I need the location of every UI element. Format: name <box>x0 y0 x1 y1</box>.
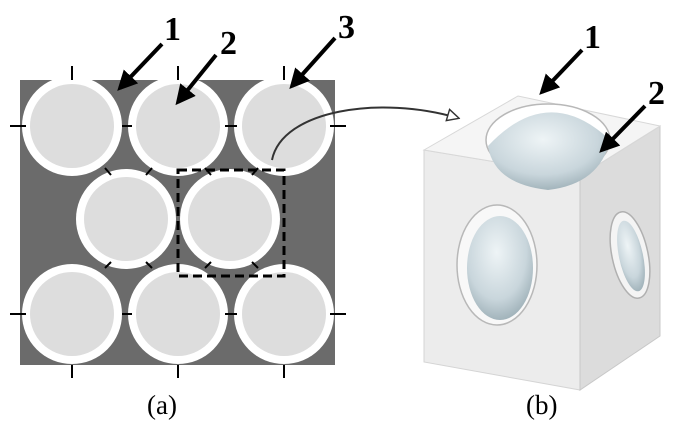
callout-label-3: 3 <box>338 9 355 46</box>
particle <box>22 76 122 176</box>
callout-arrows-a <box>117 36 337 106</box>
unit-cell-highlight <box>176 168 286 278</box>
callout-label-b1: 1 <box>584 19 601 56</box>
panel-b-caption: (b) <box>526 390 557 420</box>
particle <box>234 76 334 176</box>
spherical-particle-front <box>467 216 533 320</box>
callout-label-b2: 2 <box>648 75 665 112</box>
particle <box>22 264 122 364</box>
particle <box>76 169 176 269</box>
panel-b: 1 2 (b) <box>422 19 665 420</box>
callout-arrows-b <box>539 48 647 153</box>
transfer-arrow <box>271 106 458 161</box>
callout-label-1: 1 <box>164 11 181 48</box>
panel-a: 1 2 3 (a) <box>10 9 458 420</box>
particle <box>128 76 228 176</box>
spherical-particle-top <box>488 112 610 190</box>
particle-grid <box>22 76 334 364</box>
particle <box>128 264 228 364</box>
particle <box>234 264 334 364</box>
callout-label-2: 2 <box>220 25 237 62</box>
spherical-particle-right <box>617 220 645 292</box>
particle <box>180 169 280 269</box>
panel-a-caption: (a) <box>147 390 177 420</box>
